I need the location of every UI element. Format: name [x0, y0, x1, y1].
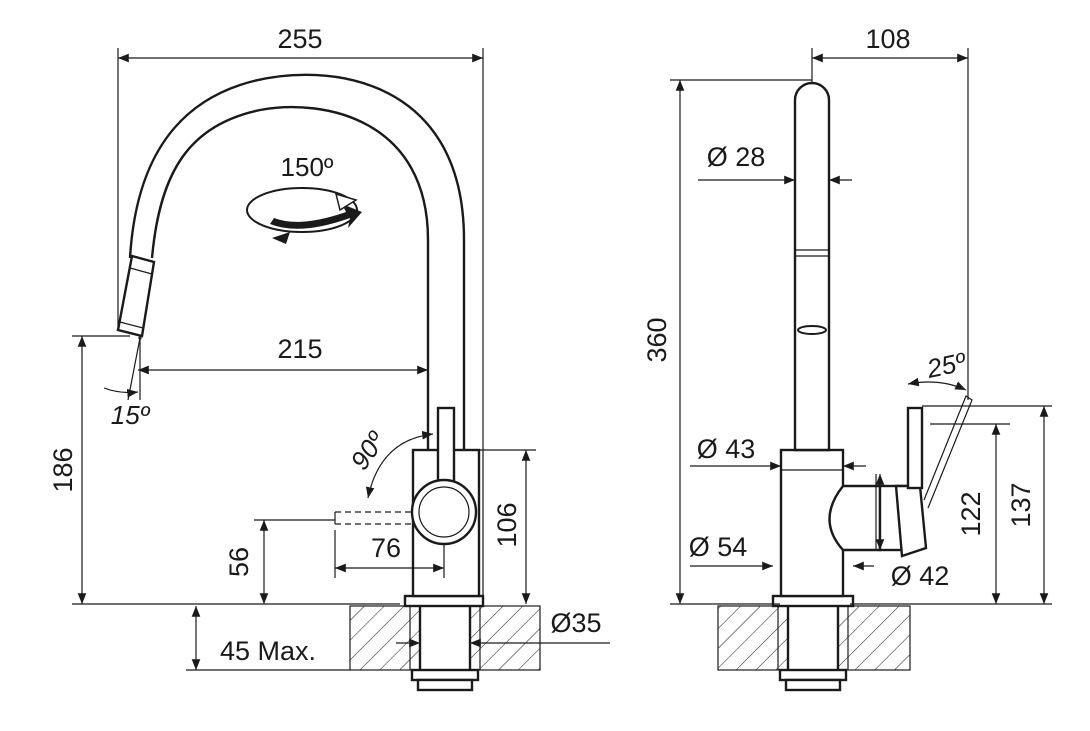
front-view: 108 Ø 28 360 25º Ø 43 122 137 Ø 54 Ø 42	[642, 24, 1052, 692]
rotation-arrow-icon	[246, 187, 362, 244]
dim-spout-reach: 215	[277, 334, 322, 364]
dim-lever-height-high: 137	[1006, 482, 1036, 527]
front-lever	[828, 395, 973, 558]
dim-body-height: 106	[492, 502, 522, 547]
dim-base-diameter: Ø 54	[689, 532, 748, 562]
dim-lever-diameter: Ø 42	[891, 561, 950, 591]
dim-total-width: 255	[277, 24, 322, 54]
side-spout	[116, 73, 466, 450]
dim-spray-angle: 15º	[111, 400, 151, 430]
dim-spout-diameter: Ø 28	[707, 142, 766, 172]
front-countertop-section	[717, 604, 911, 692]
dim-total-height: 186	[48, 447, 78, 492]
front-spout	[793, 81, 831, 452]
side-countertop-section	[349, 604, 541, 692]
side-dimension-lines	[72, 48, 610, 671]
side-lever	[334, 406, 478, 546]
dim-lever-height-low: 122	[956, 491, 986, 536]
dim-lever-length: 76	[371, 533, 401, 563]
dim-max-thickness: 45 Max.	[220, 636, 316, 666]
dim-hole-diameter: Ø35	[550, 608, 601, 638]
dim-front-lever-angle: 25º	[923, 346, 969, 384]
dim-lever-height: 56	[224, 547, 254, 577]
dim-body-diameter: Ø 43	[697, 434, 756, 464]
side-view: 255 150º 215 15º 90º 186 76 106 56 45 Ma…	[48, 24, 610, 692]
dim-front-total-height: 360	[642, 317, 672, 362]
front-dimension-lines	[670, 48, 1052, 605]
dim-front-width: 108	[865, 24, 910, 54]
dim-rotation: 150º	[281, 152, 334, 182]
dim-lever-angle: 90º	[344, 425, 391, 475]
